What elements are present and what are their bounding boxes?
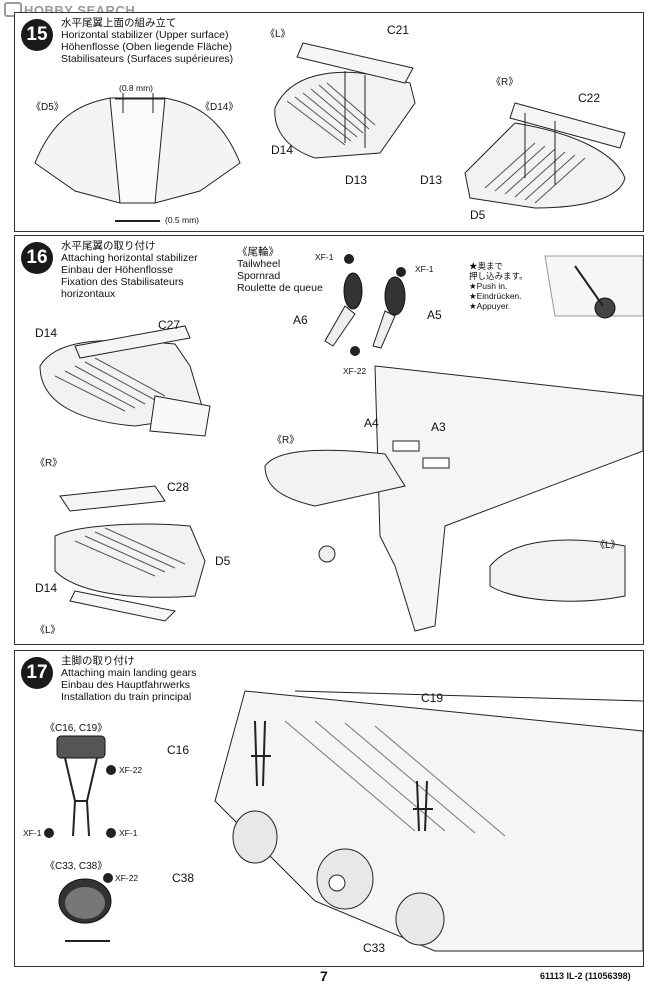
note-line-4: ★Appuyer. — [469, 301, 511, 311]
step-17-title-de: Einbau des Hauptfahrwerks — [61, 679, 190, 691]
page-number: 7 — [320, 968, 328, 984]
label-a5: A5 — [427, 308, 442, 322]
step-16-illustration — [39, 254, 643, 632]
step-16-title-ja: 水平尾翼の取り付け — [61, 240, 156, 252]
label-drill-0-8: (0.8 mm) — [119, 83, 153, 93]
push-in-note: ★奥まで 押し込みます。 ★Push in. ★Eindrücken. ★App… — [469, 261, 528, 311]
tailwheel-title-ja: 《尾輪》 — [237, 246, 279, 258]
step-17-panel: 17 主脚の取り付け Attaching main landing gears … — [14, 650, 644, 967]
step-17-title-en: Attaching main landing gears — [61, 667, 197, 679]
label-c21: C21 — [387, 23, 410, 37]
label-c27: C27 — [158, 318, 181, 332]
step-16-title-fr: Fixation des Stabilisateurs — [61, 276, 184, 288]
paint-xf22: XF-22 — [343, 366, 367, 376]
paint-xf22-top: XF-22 — [119, 765, 143, 775]
label-d13-right: D13 — [420, 173, 443, 187]
paint-xf1-left: XF-1 — [315, 252, 334, 262]
step-17-title-ja: 主脚の取り付け — [61, 655, 135, 667]
label-c22: C22 — [578, 91, 601, 105]
paint-xf1-right: XF-1 — [119, 828, 138, 838]
label-a6: A6 — [293, 313, 308, 327]
step-15-number: 15 — [21, 19, 53, 51]
label-d5: D5 — [215, 554, 231, 568]
tailwheel-title-de: Spornrad — [237, 270, 281, 282]
step-16-title-de: Einbau der Höhenflosse — [61, 264, 174, 276]
step-16-titles: 水平尾翼の取り付け Attaching horizontal stabilize… — [61, 240, 198, 300]
step-15-title-en: Horizontal stabilizer (Upper surface) — [61, 29, 229, 41]
label-left-right: 《L》 — [595, 540, 621, 551]
note-line-3: ★Eindrücken. — [469, 291, 522, 301]
paint-xf1-right: XF-1 — [415, 264, 434, 274]
label-c16: C16 — [167, 743, 190, 757]
paint-xf1-left: XF-1 — [23, 828, 42, 838]
paint-xf22-bottom: XF-22 — [115, 873, 139, 883]
label-d14: D14 — [271, 143, 294, 157]
label-d5: D5 — [470, 208, 486, 222]
tailwheel-title-fr: Roulette de queue — [237, 282, 323, 294]
label-d14: D14 — [35, 326, 58, 340]
label-right-view: 《R》 — [491, 77, 519, 88]
kit-code: 61113 IL-2 (11056398) — [540, 971, 631, 981]
tailwheel-titles: 《尾輪》 Tailwheel Spornrad Roulette de queu… — [237, 246, 323, 294]
step-17-number: 17 — [21, 657, 53, 689]
camera-logo-icon — [4, 2, 22, 17]
label-c16-c19-view: 《C16, C19》 — [45, 723, 108, 734]
label-c38: C38 — [172, 871, 195, 885]
step-15-titles: 水平尾翼上面の組み立て Horizontal stabilizer (Upper… — [61, 17, 233, 65]
step-15-illustration — [34, 42, 626, 222]
step-15-title-fr: Stabilisateurs (Surfaces supérieures) — [61, 53, 234, 65]
label-left-lower: 《L》 — [35, 625, 61, 636]
step-16-number: 16 — [21, 242, 53, 274]
step-17-titles: 主脚の取り付け Attaching main landing gears Ein… — [61, 655, 196, 703]
label-drill-0-5: (0.5 mm) — [165, 215, 199, 225]
label-a3: A3 — [431, 420, 446, 434]
tailwheel-title-en: Tailwheel — [237, 258, 281, 270]
step-16-title-fr-2: horizontaux — [61, 288, 116, 300]
step-17-illustration — [44, 690, 643, 952]
step-15-panel: 15 水平尾翼上面の組み立て Horizontal stabilizer (Up… — [14, 12, 644, 232]
step-17-title-fr: Installation du train principal — [61, 691, 192, 703]
label-c33: C33 — [363, 941, 386, 955]
label-c19: C19 — [421, 691, 444, 705]
label-a4: A4 — [364, 416, 379, 430]
label-right-upper: 《R》 — [35, 458, 63, 469]
label-d14-lower: D14 — [35, 581, 58, 595]
label-d13-left: D13 — [345, 173, 368, 187]
label-left-view: 《L》 — [265, 29, 291, 40]
note-line-0: ★奥まで — [469, 261, 504, 271]
step-16-title-en: Attaching horizontal stabilizer — [61, 252, 198, 264]
label-d5-view: 《D5》 — [31, 102, 64, 113]
label-right-mid: 《R》 — [272, 435, 300, 446]
note-line-1: 押し込みます。 — [469, 271, 528, 281]
step-15-title-ja: 水平尾翼上面の組み立て — [61, 17, 177, 29]
step-16-panel: 16 水平尾翼の取り付け Attaching horizontal stabil… — [14, 235, 644, 645]
label-d14-view: 《D14》 — [200, 102, 239, 113]
label-c33-c38-view: 《C33, C38》 — [45, 861, 108, 872]
step-15-title-de: Höhenflosse (Oben liegende Fläche) — [61, 41, 233, 53]
label-c28: C28 — [167, 480, 190, 494]
note-line-2: ★Push in. — [469, 281, 508, 291]
